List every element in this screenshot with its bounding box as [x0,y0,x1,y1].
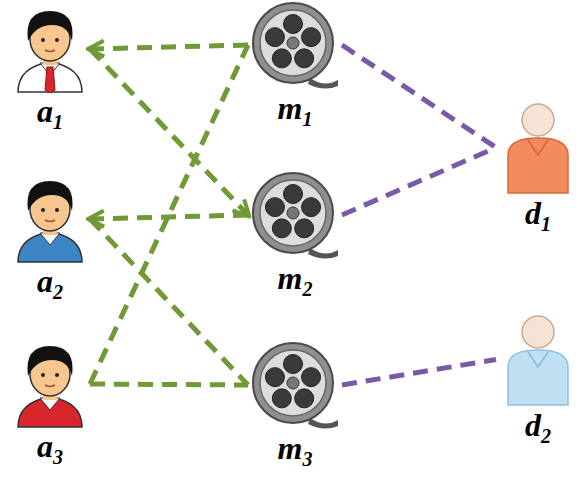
link-line [90,215,248,219]
actor-icon [12,5,88,93]
reel-icon [250,170,340,260]
actor-node: a3 [12,340,88,464]
director-node: d1 [498,100,578,231]
node-label: a1 [37,93,63,129]
director-node: d2 [498,312,578,443]
link-line [342,45,496,148]
link-line [90,45,248,49]
link-line [90,219,248,385]
node-label: a3 [37,428,63,464]
actor-icon [12,340,88,428]
node-label: m2 [278,260,313,296]
link-line [90,384,248,385]
link-line [342,360,496,386]
actor-node: a1 [12,5,88,129]
director-icon [498,312,578,407]
link-line [90,45,248,384]
reel-icon [250,0,340,90]
node-label: d2 [525,407,551,443]
reel-icon [250,340,340,430]
director-icon [498,100,578,195]
node-label: d1 [525,195,551,231]
reel-node: m2 [250,170,340,296]
link-line [90,49,248,215]
link-line [342,148,496,216]
actor-node: a2 [12,175,88,299]
actor-icon [12,175,88,263]
reel-node: m3 [250,340,340,466]
node-label: a2 [37,263,63,299]
node-label: m1 [278,90,313,126]
reel-node: m1 [250,0,340,126]
node-label: m3 [278,430,313,466]
